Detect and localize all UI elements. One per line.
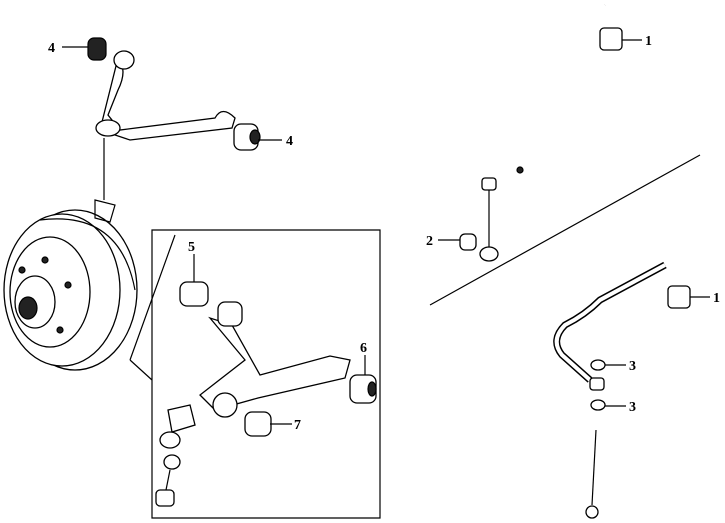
callout-3-lower: 3: [605, 400, 636, 415]
inset-box: [151, 229, 381, 519]
upper-control-arm: [87, 37, 261, 200]
svg-text:5: 5: [188, 240, 195, 255]
callout-5: 5: [188, 240, 195, 282]
svg-text:7: 7: [294, 418, 301, 433]
callout-4-rear: 4: [258, 134, 293, 149]
callout-3-upper: 3: [605, 359, 636, 374]
svg-text:6: 6: [360, 341, 367, 356]
callout-1-lower: 1: [690, 291, 720, 306]
svg-text:1: 1: [645, 34, 652, 49]
callout-4-front: 4: [48, 41, 88, 56]
callout-1-upper: 1: [622, 34, 652, 49]
stabilizer-bar-lower: [553, 261, 691, 519]
brake-disc-hub: [3, 199, 138, 371]
svg-text:4: 4: [48, 41, 55, 56]
svg-text:1: 1: [713, 291, 720, 306]
divider-line: [429, 154, 701, 306]
svg-text:4: 4: [286, 134, 293, 149]
callout-6: 6: [360, 341, 367, 375]
stabilizer-bar-upper: [459, 3, 623, 262]
callout-7: 7: [270, 418, 301, 433]
svg-text:3: 3: [629, 400, 636, 415]
svg-text:3: 3: [629, 359, 636, 374]
svg-text:2: 2: [426, 234, 433, 249]
callout-2: 2: [426, 234, 460, 249]
lower-control-arm: [155, 281, 377, 507]
